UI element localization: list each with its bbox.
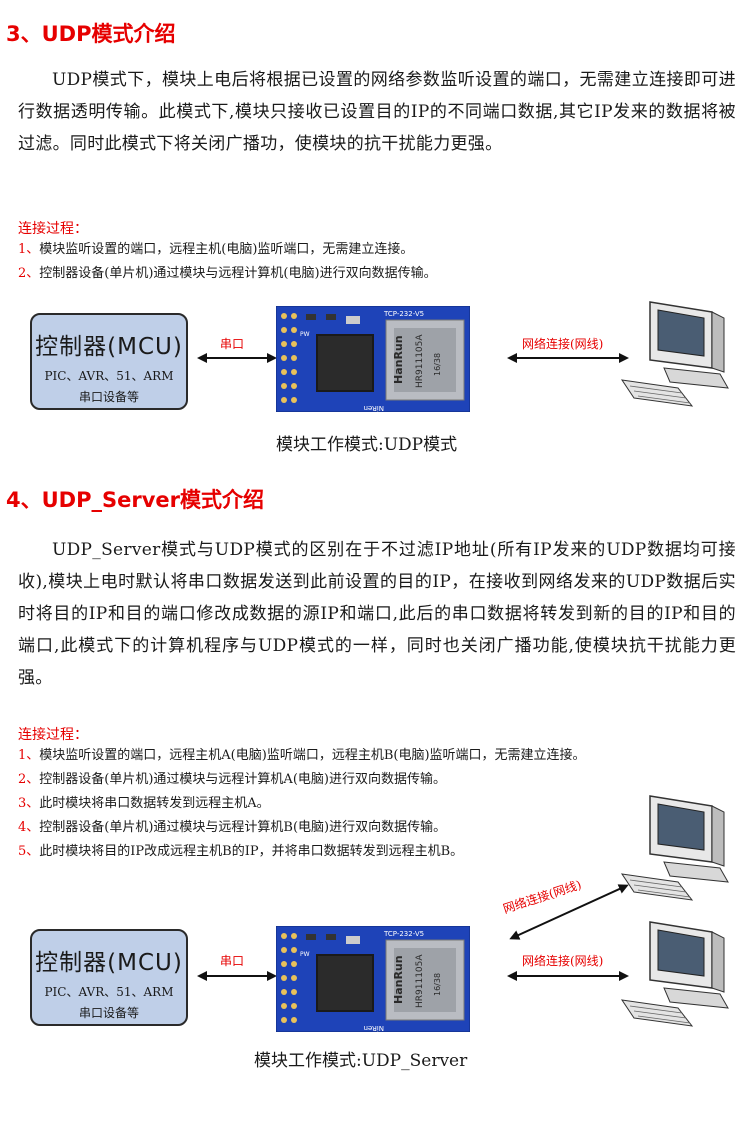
computer-icon <box>620 921 729 1027</box>
network-label-lower: 网络连接(网线) <box>522 954 604 968</box>
list-item: 2、控制器设备(单片机)通过模块与远程计算机(电脑)进行双向数据传输。 <box>18 266 437 281</box>
mcu-title: 控制器(MCU) <box>35 334 183 360</box>
section3-process-title: 连接过程： <box>18 221 88 237</box>
mcu-box: 控制器(MCU) PIC、AVR、51、ARM 串口设备等 <box>30 313 188 410</box>
diagram2-caption: 模块工作模式:UDP_Server <box>254 1051 468 1071</box>
board-brand: NiRen <box>364 1024 384 1032</box>
serial-label: 串口 <box>220 954 245 968</box>
section4-title: 4、UDP_Server模式介绍 <box>6 488 264 512</box>
list-item: 4、控制器设备(单片机)通过模块与远程计算机B(电脑)进行双向数据传输。 <box>18 820 447 835</box>
board-code: 16/38 <box>433 353 442 376</box>
network-arrow <box>507 353 629 363</box>
section3-steps: 1、模块监听设置的端口，远程主机(电脑)监听端口，无需建立连接。 2、控制器设备… <box>18 238 437 286</box>
mcu-line2: 串口设备等 <box>78 1006 139 1020</box>
network-label: 网络连接(网线) <box>522 337 604 351</box>
computer-icon <box>620 795 729 901</box>
module-board-icon: TCP-232-V5 PW HanRun HR911105A 16/38 NiR… <box>276 926 470 1032</box>
list-item: 5、此时模块将目的IP改成远程主机B的IP，并将串口数据转发到远程主机B。 <box>18 844 464 859</box>
list-item: 1、模块监听设置的端口，远程主机(电脑)监听端口，无需建立连接。 <box>18 242 414 257</box>
network-arrow-lower <box>507 971 629 981</box>
board-chip: HanRun <box>392 335 405 384</box>
mcu-line1: PIC、AVR、51、ARM <box>44 369 174 383</box>
section3-title: 3、UDP模式介绍 <box>6 22 176 46</box>
board-chip: HanRun <box>392 955 405 1004</box>
mcu-title: 控制器(MCU) <box>35 950 183 976</box>
diagram1-caption: 模块工作模式:UDP模式 <box>276 435 458 455</box>
list-item: 3、此时模块将串口数据转发到远程主机A。 <box>18 796 270 811</box>
mcu-box: 控制器(MCU) PIC、AVR、51、ARM 串口设备等 <box>30 929 188 1026</box>
board-code: 16/38 <box>433 973 442 996</box>
mcu-line2: 串口设备等 <box>78 390 139 404</box>
section4-steps: 1、模块监听设置的端口，远程主机A(电脑)监听端口，远程主机B(电脑)监听端口，… <box>18 744 586 864</box>
board-pwr: PW <box>300 951 310 958</box>
list-item: 2、控制器设备(单片机)通过模块与远程计算机A(电脑)进行双向数据传输。 <box>18 772 446 787</box>
board-part: HR911105A <box>415 954 425 1008</box>
computer-icon <box>620 301 729 407</box>
section4-process-title: 连接过程： <box>18 727 88 743</box>
board-pwr: PW <box>300 331 310 338</box>
board-model: TCP-232-V5 <box>383 930 424 938</box>
section3-paragraph: UDP模式下，模块上电后将根据已设置的网络参数监听设置的端口，无需建立连接即可进… <box>18 70 736 154</box>
board-brand: NiRen <box>364 404 384 412</box>
serial-label: 串口 <box>220 337 245 351</box>
board-model: TCP-232-V5 <box>383 310 424 318</box>
mcu-line1: PIC、AVR、51、ARM <box>44 985 174 999</box>
serial-arrow <box>197 971 277 981</box>
network-arrow-upper <box>509 884 629 940</box>
module-board-icon: TCP-232-V5 PW HanRun HR911105A 16/38 NiR… <box>276 306 470 412</box>
serial-arrow <box>197 353 277 363</box>
board-part: HR911105A <box>415 334 425 388</box>
section4-paragraph: UDP_Server模式与UDP模式的区别在于不过滤IP地址(所有IP发来的UD… <box>18 540 736 688</box>
list-item: 1、模块监听设置的端口，远程主机A(电脑)监听端口，远程主机B(电脑)监听端口，… <box>18 748 586 763</box>
